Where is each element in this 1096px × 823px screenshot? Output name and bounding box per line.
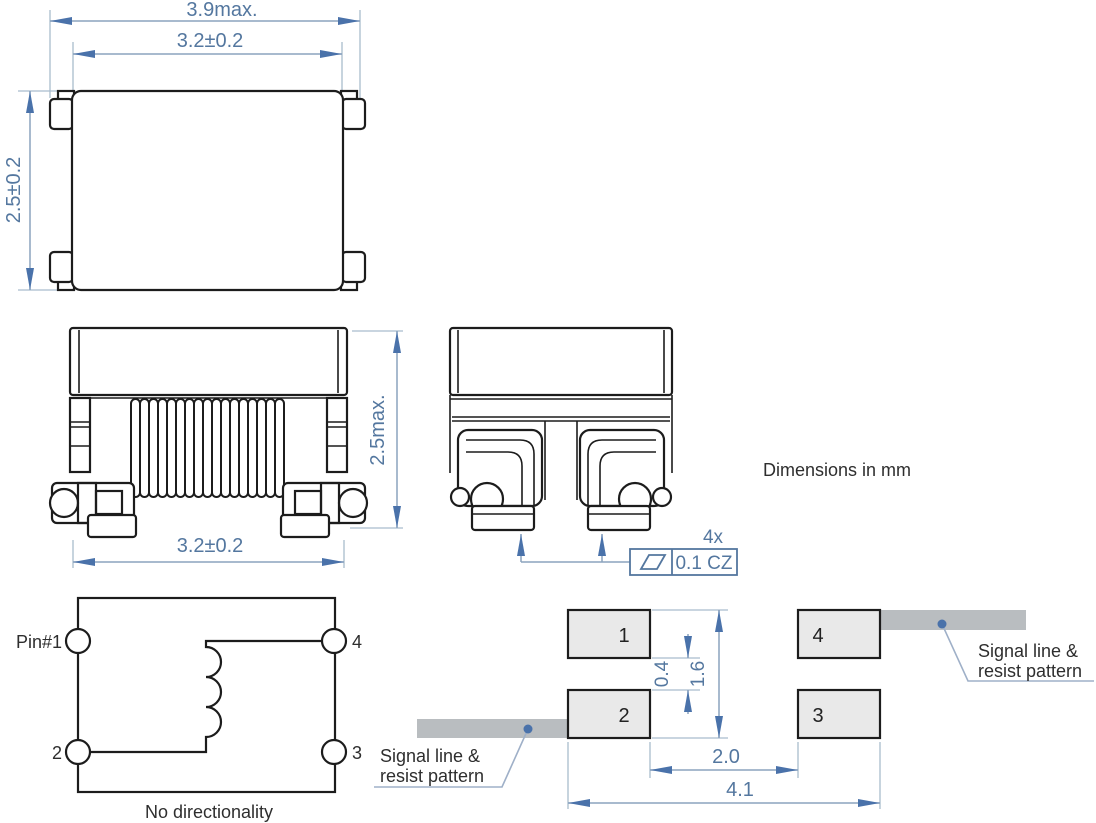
schematic-caption: No directionality (145, 802, 273, 822)
signal-note-right: Signal line & resist pattern (937, 619, 1094, 682)
land-pattern: 1 2 4 3 0.4 1.6 2.0 4.1 Signal line & re… (374, 608, 1094, 809)
signal-trace-left (417, 719, 570, 738)
signal-trace-right (878, 610, 1026, 630)
flatness-symbol-icon (639, 554, 667, 570)
core-side (325, 396, 349, 474)
dim-body-depth: 2.5±0.2 (3, 157, 25, 224)
schematic-outline (76, 596, 337, 794)
dim-overall-span: 4.1 (726, 779, 754, 801)
pin-1-label: Pin#1 (16, 632, 62, 652)
wire-end-circle (449, 486, 471, 508)
terminal-tab (340, 250, 367, 284)
dim-max-height: 2.5max. (367, 394, 389, 465)
signal-note-line1: Signal line & (380, 746, 480, 766)
pad-1 (566, 608, 652, 660)
inductor-symbol (91, 639, 322, 754)
dim-front-body-width: 3.2±0.2 (177, 535, 244, 557)
terminal-tab (340, 97, 367, 131)
pin-3-circle (320, 738, 348, 766)
pad-3-label: 3 (812, 705, 823, 727)
terminal-tab (48, 250, 75, 284)
dim-pad-span: 1.6 (688, 661, 709, 687)
core-cap (448, 326, 674, 397)
side-view: 4x 0.1 CZ (448, 326, 738, 576)
top-view: 3.9max. 3.2±0.2 2.5±0.2 (3, 0, 367, 292)
leader-line (941, 623, 1094, 682)
wire-end-circle (651, 486, 673, 508)
side-terminal-right (578, 428, 673, 532)
dim-pad-gap: 0.4 (652, 660, 673, 687)
flatness-callout: 4x 0.1 CZ (517, 527, 738, 576)
pad-1-label: 1 (618, 625, 629, 647)
front-view: 2.5max. 3.2±0.2 (48, 326, 403, 568)
flatness-tolerance: 0.1 CZ (675, 553, 732, 574)
leader-line (374, 728, 529, 788)
pin-2-circle (64, 738, 92, 766)
leader-dot (937, 619, 947, 629)
coil-winding (130, 398, 285, 498)
pad-2-label: 2 (618, 705, 629, 727)
pad-4 (796, 608, 882, 660)
schematic: Pin#1 4 2 3 No directionality (16, 596, 362, 822)
terminal-tab (48, 97, 75, 131)
signal-note-line2: resist pattern (380, 766, 484, 786)
wire-end-circle (48, 487, 80, 519)
pin-3-label: 3 (352, 743, 362, 763)
dim-inner-spacing: 2.0 (712, 746, 740, 768)
pad-2 (566, 688, 652, 740)
core-side (68, 396, 92, 474)
pin-4-label: 4 (352, 632, 362, 652)
pin-2-label: 2 (52, 743, 62, 763)
component-body-top (70, 89, 345, 292)
callout-count: 4x (703, 527, 724, 548)
units-note: Dimensions in mm (763, 460, 911, 480)
feature-control-frame (629, 548, 738, 576)
pad-3 (796, 688, 882, 740)
front-terminal-right (279, 481, 369, 539)
pin-4-circle (320, 627, 348, 655)
pad-4-label: 4 (812, 625, 823, 647)
leader-dot (523, 724, 533, 734)
dim-overall-width: 3.9max. (186, 0, 257, 21)
signal-note-line2: resist pattern (978, 661, 1082, 681)
pin-1-circle (64, 627, 92, 655)
signal-note-line1: Signal line & (978, 641, 1078, 661)
wire-end-circle (337, 487, 369, 519)
core-cap (68, 326, 349, 397)
front-terminal-left (48, 481, 138, 539)
dim-body-width: 3.2±0.2 (177, 30, 244, 52)
side-terminal-left (449, 428, 544, 532)
signal-note-left: Signal line & resist pattern (374, 724, 533, 788)
